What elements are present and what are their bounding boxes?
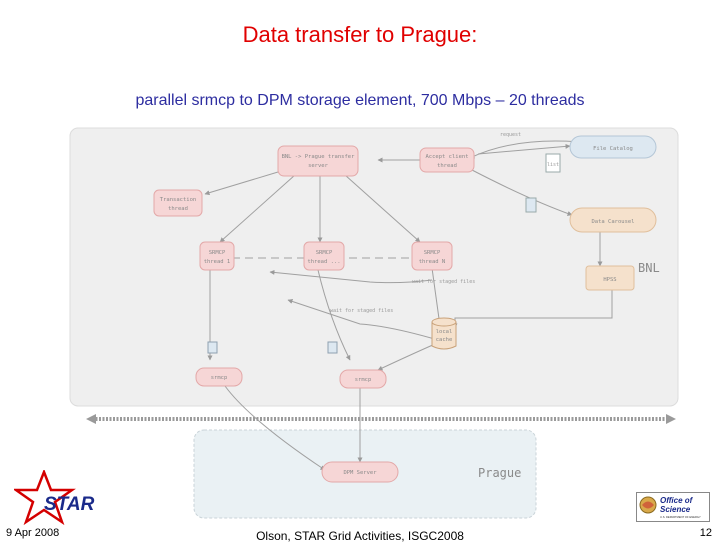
file-doc-icon-1: [207, 341, 218, 354]
edge-srmcpdots-srmcpb: [317, 269, 351, 361]
edge-server-srmcpn: [344, 174, 421, 243]
edge-accept-catalog: [477, 143, 571, 155]
file-doc-icon-2: [327, 341, 338, 354]
doe-line-3: U.S. DEPARTMENT OF ENERGY: [660, 515, 701, 519]
local-cache-line2: cache: [436, 337, 453, 343]
network-arrow-right: [666, 414, 676, 424]
office-of-science-logo: Office of Science U.S. DEPARTMENT OF ENE…: [636, 492, 710, 522]
edge-cache-srmcpb: [377, 343, 436, 371]
node-local-cache: local cache: [431, 317, 457, 350]
node-transaction: Transaction thread: [153, 189, 203, 217]
footer-center: Olson, STAR Grid Activities, ISGC2008: [256, 529, 464, 543]
node-file-catalog: File Catalog: [569, 135, 657, 159]
star-logo-text: STAR: [44, 494, 95, 515]
label-wait-2: wait for staged files: [330, 308, 393, 314]
edge-wait1: [269, 269, 433, 284]
srmcpdots-line1: SRMCP: [316, 250, 333, 256]
list-doc-icon: list: [545, 153, 561, 173]
star-outline-icon: [14, 470, 76, 526]
doe-line-2: Science: [660, 505, 691, 514]
edge-srmcpn-cache: [431, 267, 442, 327]
label-wait-1: wait for staged files: [412, 279, 475, 285]
dpm-server-label: DPM Server: [343, 470, 377, 476]
node-srmcp-a: srmcp: [195, 367, 243, 387]
star-logo: STAR: [14, 470, 95, 526]
transaction-line2: thread: [168, 206, 188, 212]
slide-subtitle: parallel srmcp to DPM storage element, 7…: [135, 92, 585, 109]
doe-line-1: Office of: [660, 496, 694, 505]
network-arrow-left: [86, 414, 96, 424]
srmcpn-line2: thread N: [419, 259, 446, 265]
edge-srmcpa-dpm: [224, 385, 326, 471]
node-srmcp-thread-n: SRMCP thread N: [411, 241, 453, 271]
srmcp-a-label: srmcp: [211, 375, 228, 381]
local-cache-line1: local: [436, 329, 453, 335]
srmcp-b-label: srmcp: [355, 377, 372, 383]
node-data-carousel: Data Carousel: [569, 207, 657, 233]
node-srmcp-thread-dots: SRMCP thread ...: [303, 241, 345, 271]
slide-title: Data transfer to Prague:: [242, 22, 478, 47]
edge-wait2: [287, 299, 439, 341]
bnl-region-label: BNL: [638, 261, 660, 275]
transaction-line1: Transaction: [160, 197, 196, 203]
file-catalog-label: File Catalog: [593, 146, 633, 152]
srmcp1-line1: SRMCP: [209, 250, 226, 256]
edge-accept-carousel: [471, 169, 573, 216]
footer-date: 9 Apr 2008: [6, 527, 60, 539]
page-number: 12: [699, 527, 712, 539]
transfer-server-line2: server: [308, 163, 329, 169]
accept-client-line1: Accept client: [425, 154, 468, 160]
prague-region-label: Prague: [478, 466, 521, 480]
node-hpss: HPSS: [585, 265, 635, 291]
edge-server-srmcp1: [219, 174, 296, 243]
edge-server-transaction: [204, 171, 279, 196]
node-dpm-server: DPM Server: [321, 461, 399, 483]
node-srmcp-b: srmcp: [339, 369, 387, 389]
srmcpn-line1: SRMCP: [424, 250, 441, 256]
list-doc-icon-2: [525, 197, 537, 213]
data-carousel-label: Data Carousel: [591, 219, 634, 225]
hpss-label: HPSS: [603, 277, 616, 283]
transfer-diagram: BNL Prague request wait for staged files…: [69, 127, 679, 519]
accept-client-line2: thread: [437, 163, 457, 169]
srmcpdots-line2: thread ...: [307, 259, 340, 265]
srmcp1-line2: thread 1: [204, 259, 231, 265]
transfer-server-line1: BNL -> Prague transfer: [282, 154, 356, 160]
label-list: list: [547, 162, 559, 168]
label-request: request: [500, 132, 521, 138]
node-accept-client: Accept client thread: [419, 147, 475, 173]
node-srmcp-thread-1: SRMCP thread 1: [199, 241, 235, 271]
node-transfer-server: BNL -> Prague transfer server: [277, 145, 359, 177]
